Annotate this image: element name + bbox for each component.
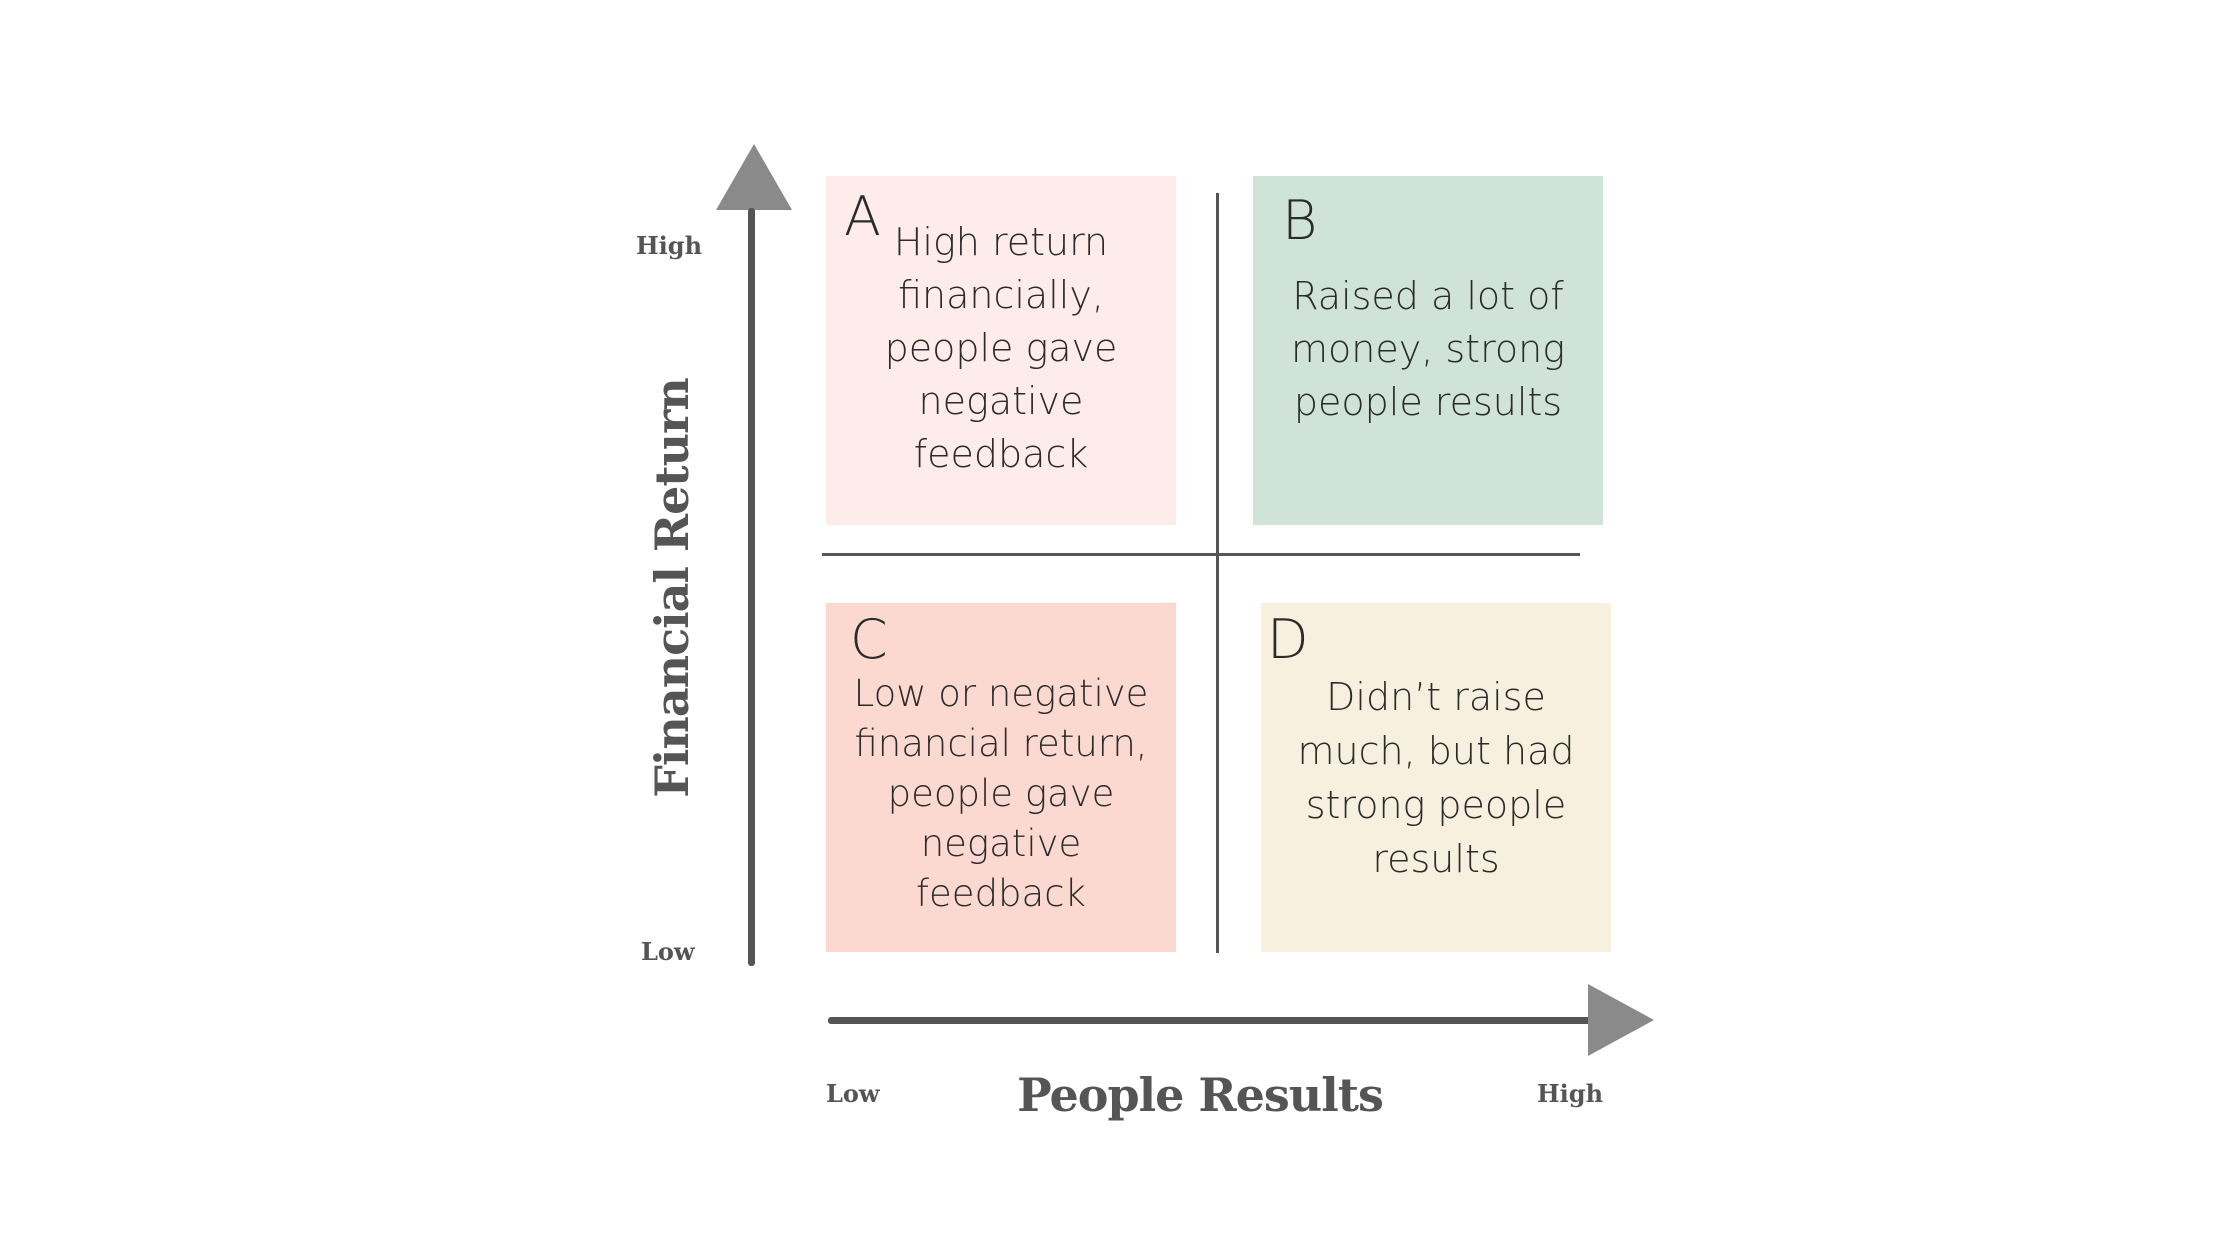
x-axis-low-label: Low bbox=[826, 1079, 880, 1108]
quadrant-b: B Raised a lot of money, strong people r… bbox=[1253, 176, 1603, 525]
quadrant-a-line: High return bbox=[893, 220, 1109, 264]
y-axis-high-label: High bbox=[636, 231, 703, 260]
quadrant-d-line: Didn’t raise bbox=[1326, 675, 1546, 719]
quadrant-a-text: High return financially, people gave neg… bbox=[826, 216, 1176, 481]
horizontal-divider bbox=[822, 553, 1580, 556]
x-axis-high-label: High bbox=[1537, 1079, 1604, 1108]
y-axis-title: Financial Return bbox=[645, 378, 699, 798]
quadrant-a-line: people gave bbox=[884, 326, 1118, 370]
quadrant-b-text: Raised a lot of money, strong people res… bbox=[1253, 270, 1603, 429]
quadrant-d-text: Didn’t raise much, but had strong people… bbox=[1261, 670, 1611, 886]
quadrant-a-line: negative bbox=[918, 379, 1084, 423]
quadrant-a: A High return financially, people gave n… bbox=[826, 176, 1176, 525]
quadrant-b-line: people results bbox=[1293, 380, 1563, 424]
y-axis-arrowhead bbox=[716, 144, 792, 210]
quadrant-a-line: financially, bbox=[898, 273, 1104, 317]
quadrant-d-letter: D bbox=[1267, 608, 1309, 671]
vertical-divider bbox=[1216, 193, 1219, 953]
x-axis-arrowhead bbox=[1588, 984, 1654, 1056]
quadrant-d-line: much, but had bbox=[1297, 729, 1575, 773]
quadrant-c: C Low or negative financial return, peop… bbox=[826, 603, 1176, 952]
quadrant-c-line: negative bbox=[920, 822, 1082, 865]
quadrant-b-letter: B bbox=[1282, 189, 1318, 252]
quadrant-b-line: Raised a lot of bbox=[1292, 274, 1564, 318]
quadrant-c-line: financial return, bbox=[854, 722, 1148, 765]
quadrant-a-line: feedback bbox=[913, 432, 1089, 476]
quadrant-d: D Didn’t raise much, but had strong peop… bbox=[1261, 603, 1611, 952]
quadrant-d-line: strong people bbox=[1305, 783, 1567, 827]
quadrant-c-line: feedback bbox=[916, 872, 1086, 915]
x-axis-line bbox=[828, 1017, 1592, 1024]
y-axis-low-label: Low bbox=[641, 937, 695, 966]
x-axis-title: People Results bbox=[1017, 1068, 1384, 1122]
quadrant-c-letter: C bbox=[850, 608, 888, 671]
quadrant-c-line: Low or negative bbox=[853, 672, 1149, 715]
quadrant-d-line: results bbox=[1372, 837, 1500, 881]
y-axis-line bbox=[748, 208, 755, 966]
quadrant-b-line: money, strong bbox=[1291, 327, 1565, 371]
quadrant-c-text: Low or negative financial return, people… bbox=[826, 669, 1176, 919]
quadrant-c-line: people gave bbox=[887, 772, 1115, 815]
quadrant-a-letter: A bbox=[844, 185, 881, 248]
